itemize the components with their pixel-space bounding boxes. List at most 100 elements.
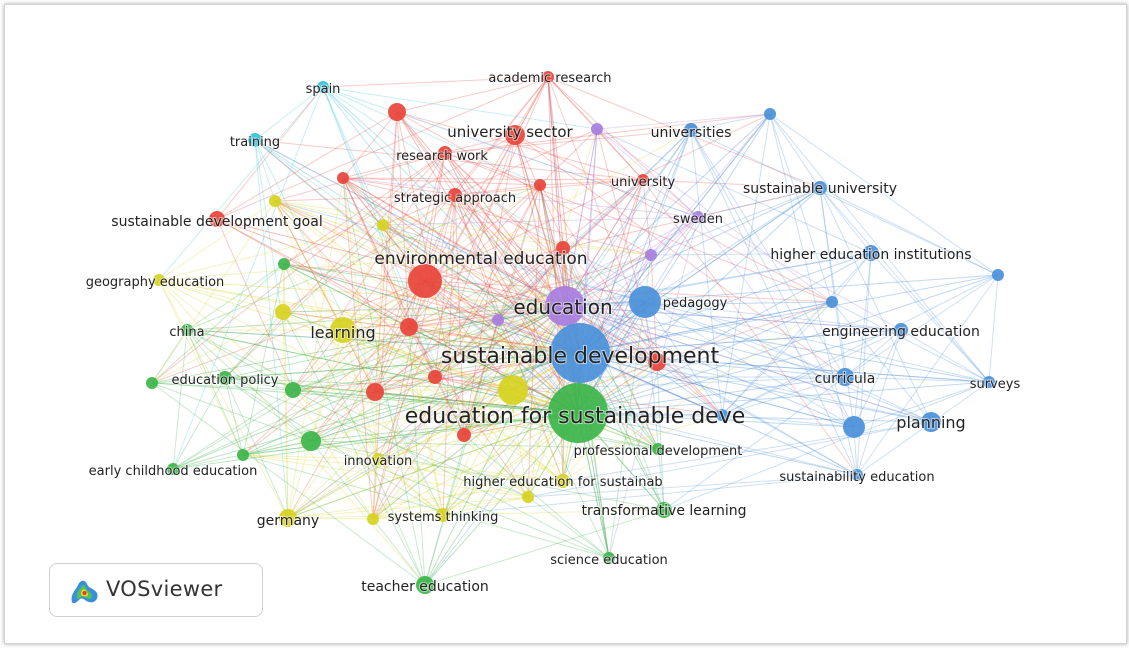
network-node[interactable] [388, 103, 406, 121]
node-education-for-sustainable-development[interactable] [548, 383, 608, 443]
label-spain[interactable]: spain [305, 81, 342, 98]
node-germany[interactable] [279, 509, 297, 527]
node-sustainable-university[interactable] [813, 181, 827, 195]
label-transformative-learning[interactable]: transformative learning [580, 502, 747, 520]
node-academic-research[interactable] [542, 71, 554, 83]
node-learning[interactable] [330, 317, 356, 343]
node-higher-education-institutions[interactable] [863, 245, 879, 261]
label-innovation[interactable]: innovation [343, 453, 414, 470]
network-link [579, 113, 771, 354]
network-node[interactable] [992, 269, 1004, 281]
node-sweden[interactable] [692, 211, 704, 223]
node-spain[interactable] [317, 81, 329, 93]
network-node[interactable] [275, 304, 291, 320]
node-environmental-education[interactable] [408, 264, 442, 298]
label-sustainable-university[interactable]: sustainable university [742, 180, 898, 198]
label-strategic-approach[interactable]: strategic approach [393, 190, 517, 207]
label-training[interactable]: training [229, 134, 281, 151]
network-node[interactable] [591, 123, 603, 135]
network-node[interactable] [278, 258, 290, 270]
label-teacher-education[interactable]: teacher education [360, 578, 490, 596]
label-universities[interactable]: universities [650, 124, 733, 142]
node-research-work[interactable] [438, 146, 452, 160]
label-professional-development[interactable]: professional development [573, 443, 744, 460]
network-node[interactable] [764, 108, 776, 120]
label-environmental-education[interactable]: environmental education [373, 248, 588, 270]
label-science-education[interactable]: science education [549, 552, 669, 569]
node-strategic-approach[interactable] [448, 188, 462, 202]
label-pedagogy[interactable]: pedagogy [662, 295, 729, 312]
label-china[interactable]: china [168, 324, 205, 341]
network-node[interactable] [237, 449, 249, 461]
label-sweden[interactable]: sweden [672, 211, 724, 228]
label-germany[interactable]: germany [256, 512, 320, 530]
label-sustainability-education[interactable]: sustainability education [778, 469, 935, 486]
label-learning[interactable]: learning [309, 322, 376, 343]
label-systems-thinking[interactable]: systems thinking [387, 509, 500, 526]
label-sustainable-development[interactable]: sustainable development [440, 343, 721, 370]
label-university[interactable]: university [610, 174, 677, 191]
network-node[interactable] [457, 428, 471, 442]
label-higher-education-institutions[interactable]: higher education institutions [769, 246, 972, 264]
network-node[interactable] [843, 416, 865, 438]
label-curricula[interactable]: curricula [814, 370, 877, 388]
network-node[interactable] [648, 353, 666, 371]
network-node[interactable] [400, 318, 418, 336]
network-node[interactable] [428, 370, 442, 384]
node-higher-education-for-sustainability[interactable] [556, 474, 570, 488]
network-node[interactable] [285, 382, 301, 398]
node-china[interactable] [181, 324, 193, 336]
label-research-work[interactable]: research work [395, 148, 489, 165]
network-node[interactable] [534, 179, 546, 191]
node-engineering-education[interactable] [894, 323, 908, 337]
node-training[interactable] [248, 133, 262, 147]
network-node[interactable] [337, 172, 349, 184]
network-node[interactable] [366, 383, 384, 401]
label-planning[interactable]: planning [895, 412, 966, 433]
node-professional-development[interactable] [652, 443, 664, 455]
node-geography-education[interactable] [153, 274, 165, 286]
node-education[interactable] [545, 286, 585, 326]
label-education[interactable]: education [512, 294, 613, 320]
node-early-childhood-education[interactable] [167, 463, 179, 475]
network-node[interactable] [498, 375, 528, 405]
label-university-sector[interactable]: university sector [446, 122, 574, 142]
label-early-childhood-education[interactable]: early childhood education [88, 463, 259, 480]
node-universities[interactable] [684, 123, 698, 137]
node-transformative-learning[interactable] [656, 502, 672, 518]
network-node[interactable] [367, 513, 379, 525]
co-occurrence-network[interactable]: sustainable development education for sus… [5, 5, 1127, 644]
network-node[interactable] [492, 314, 504, 326]
network-node[interactable] [377, 219, 389, 231]
node-planning[interactable] [921, 412, 941, 432]
label-surveys[interactable]: surveys [969, 376, 1022, 393]
label-academic-research[interactable]: academic research [487, 70, 612, 87]
network-node[interactable] [826, 296, 838, 308]
node-sustainable-development[interactable] [550, 323, 610, 383]
node-innovation[interactable] [372, 453, 384, 465]
network-node[interactable] [146, 377, 158, 389]
network-node[interactable] [556, 241, 570, 255]
node-surveys[interactable] [983, 376, 995, 388]
node-curricula[interactable] [836, 368, 854, 386]
node-sustainability-education[interactable] [851, 469, 863, 481]
network-node[interactable] [645, 249, 657, 261]
node-pedagogy[interactable] [629, 286, 661, 318]
node-education-policy[interactable] [218, 371, 232, 385]
node-teacher-education[interactable] [416, 576, 434, 594]
label-geography-education[interactable]: geography education [85, 274, 226, 291]
node-science-education[interactable] [603, 552, 615, 564]
node-sustainable-development-goal[interactable] [209, 211, 225, 227]
label-education-for-sustainable-development[interactable]: education for sustainable deve [404, 403, 747, 430]
node-university-sector[interactable] [505, 125, 525, 145]
label-higher-education-for-sustainability[interactable]: higher education for sustainab [462, 474, 663, 491]
label-engineering-education[interactable]: engineering education [821, 323, 981, 341]
node-systems-thinking[interactable] [436, 508, 450, 522]
network-node[interactable] [522, 491, 534, 503]
label-education-policy[interactable]: education policy [171, 372, 280, 389]
network-node[interactable] [301, 431, 321, 451]
network-node[interactable] [269, 195, 281, 207]
node-university[interactable] [637, 174, 649, 186]
label-sustainable-development-goal[interactable]: sustainable development goal [110, 213, 323, 231]
network-node[interactable] [716, 409, 728, 421]
